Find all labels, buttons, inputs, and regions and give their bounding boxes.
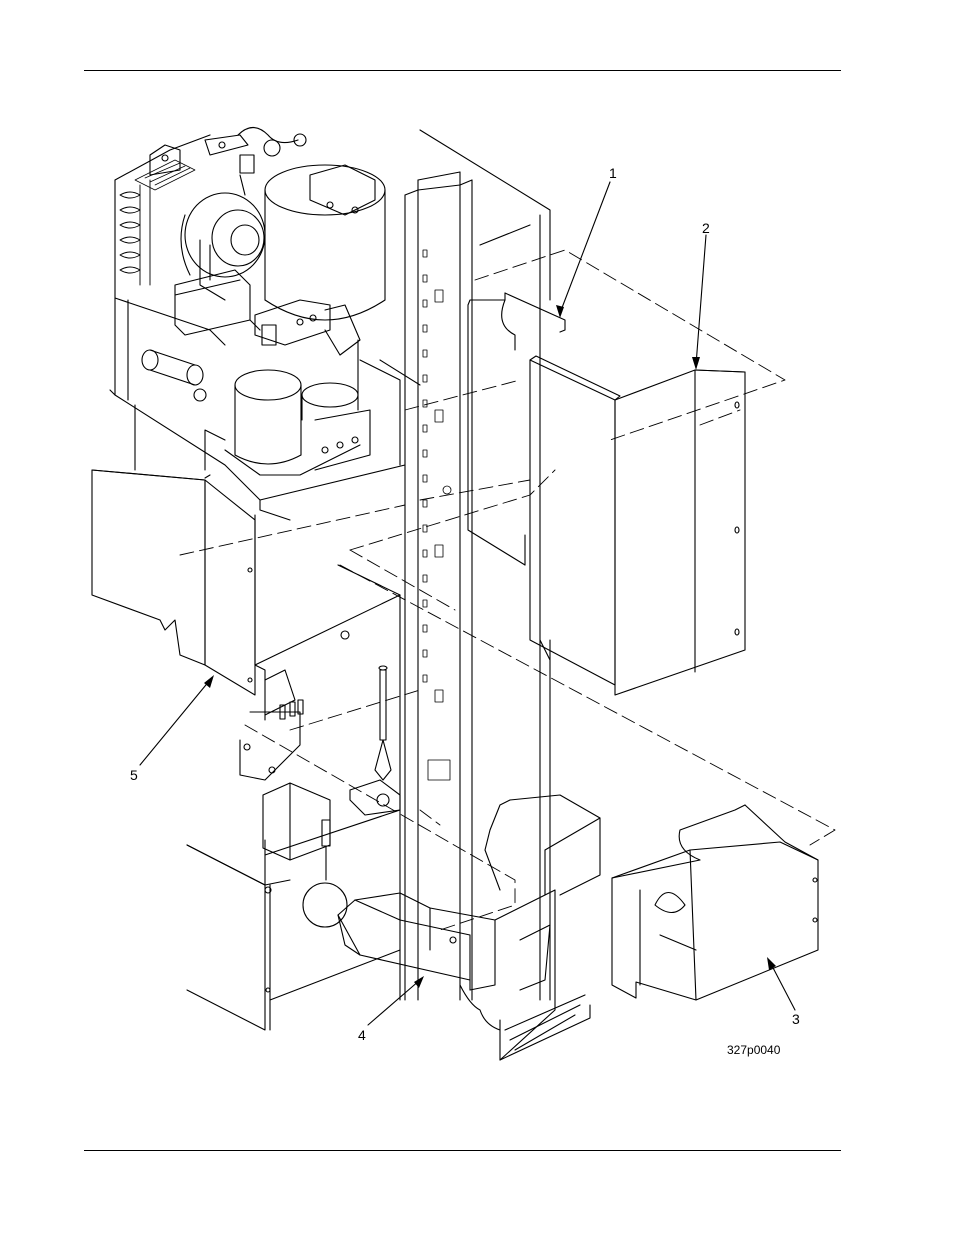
ice-bin-tank [265, 165, 385, 320]
filter-drier [142, 350, 206, 401]
callout-5: 5 [130, 768, 138, 782]
part-5-left-panel [92, 470, 255, 695]
callout-2: 2 [702, 221, 710, 235]
assembly-alignment-lines [180, 250, 835, 930]
water-valve [350, 666, 400, 815]
part-1-inner-panel [468, 293, 565, 565]
refrigeration-unit [110, 128, 420, 521]
float-switch [240, 670, 347, 927]
leader-2 [696, 235, 706, 365]
drawing-number: 327p0040 [727, 1044, 780, 1056]
condenser-coil [120, 180, 150, 285]
part-2-door-panel [530, 356, 745, 695]
lower-cabinet [187, 810, 400, 1030]
mounting-bracket [150, 128, 306, 196]
callout-3: 3 [792, 1012, 800, 1026]
leader-5 [140, 680, 210, 765]
leader-4 [368, 980, 420, 1025]
compressor [225, 340, 370, 475]
part-3-side-panel [612, 805, 818, 1000]
callout-4: 4 [358, 1028, 366, 1042]
leader-3 [770, 962, 795, 1010]
control-switch-box [175, 270, 360, 355]
callout-1: 1 [609, 166, 617, 180]
part-4-chute-assembly [338, 795, 600, 1060]
vertical-column [405, 172, 472, 1000]
leader-1 [560, 182, 610, 313]
